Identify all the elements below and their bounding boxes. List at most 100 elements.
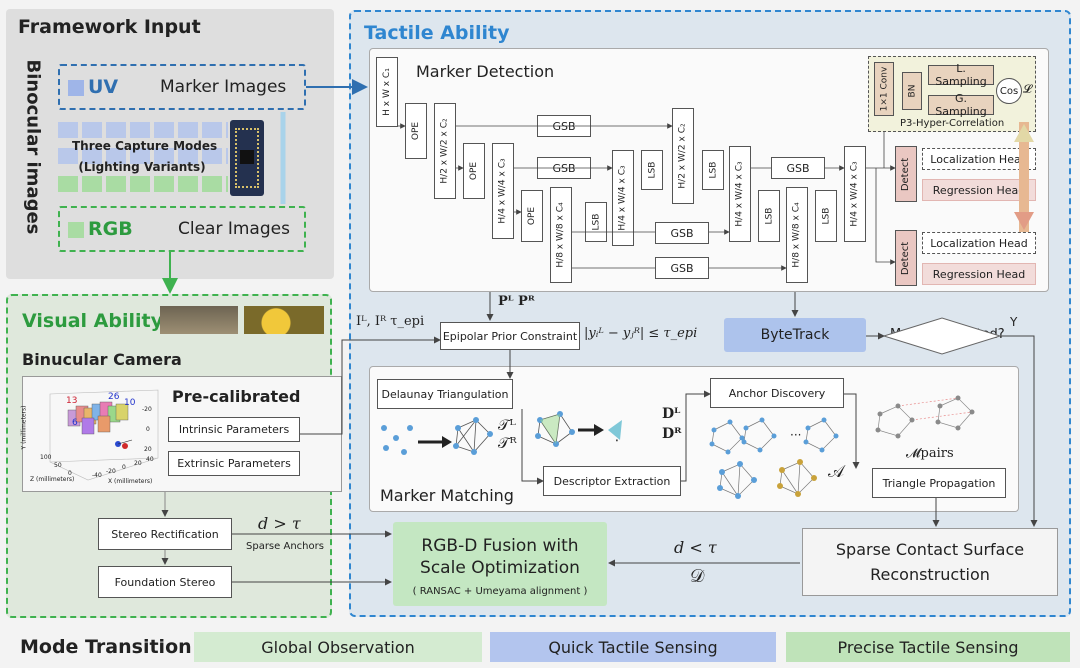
tr-label: 𝒯ᴿ xyxy=(498,434,517,452)
foundation-box: Foundation Stereo xyxy=(98,566,232,598)
framework-input-panel xyxy=(6,9,334,279)
p3-cos: Cos xyxy=(996,78,1022,104)
pose-label: 26 xyxy=(108,392,120,402)
sparse-line-2: Reconstruction xyxy=(870,565,990,584)
x-tick: 20 xyxy=(134,460,142,467)
marker-detection-title: Marker Detection xyxy=(416,62,555,81)
mode-global-observation: Global Observation xyxy=(194,632,482,662)
a-label: 𝒜 xyxy=(828,462,845,482)
y-tick: 0 xyxy=(146,426,150,433)
feature-h2-b: H/2 x W/2 x C₂ xyxy=(672,108,694,204)
lighting-label: (Lighting Variants) xyxy=(78,160,206,174)
p3-g-sampling: G. Sampling xyxy=(928,92,994,118)
p3-bn: BN xyxy=(902,72,922,110)
detect-2: Detect xyxy=(895,230,917,286)
fusion-line-1: RGB-D Fusion with xyxy=(421,536,579,556)
fusion-line-2: Scale Optimization xyxy=(420,558,580,578)
y-tick: -20 xyxy=(142,406,152,413)
p3-loss: 𝓛 xyxy=(1023,82,1032,96)
bytetrack-box: ByteTrack xyxy=(724,318,866,352)
fusion-box xyxy=(393,522,607,606)
yes-label: Y xyxy=(1010,315,1018,329)
feature-h8: H/8 x W/8 x C₄ xyxy=(550,187,572,283)
lsb-3: LSB xyxy=(702,150,724,190)
p3-conv: 1×1 Conv xyxy=(874,62,894,116)
y-tick: 20 xyxy=(144,446,152,453)
sparse-anchors-label: Sparse Anchors xyxy=(246,541,324,552)
rgb-label: RGB xyxy=(88,218,133,240)
marker-images-box xyxy=(58,64,306,110)
uv-label: UV xyxy=(88,76,119,98)
sparse-recon-box xyxy=(802,528,1058,596)
x-axis-label: X (millimeters) xyxy=(108,478,153,485)
pl-pr-label: Pᴸ Pᴿ xyxy=(498,294,535,309)
z-tick: 0 xyxy=(68,470,72,477)
stereo-rect-box: Stereo Rectification xyxy=(98,518,232,550)
delaunay-box: Delaunay Triangulation xyxy=(377,379,513,409)
feature-h8-b: H/8 x W/8 x C₄ xyxy=(786,187,808,283)
rgb-swatch xyxy=(68,222,84,238)
intrinsic-box: Intrinsic Parameters xyxy=(168,417,300,442)
gsb-4: GSB xyxy=(655,222,709,244)
visual-photo-1 xyxy=(160,306,238,334)
marker-matching-title: Marker Matching xyxy=(380,486,514,505)
feature-h4: H/4 x W/4 x C₃ xyxy=(492,143,514,239)
clear-images-box xyxy=(58,206,306,252)
marker-images-label: Marker Images xyxy=(160,77,287,97)
clear-images-label: Clear Images xyxy=(178,219,290,239)
pose-label: 10 xyxy=(124,398,136,408)
lsb-5: LSB xyxy=(815,190,837,242)
feature-h4-d: H/4 x W/4 x C₃ xyxy=(844,146,866,242)
gsb-3: GSB xyxy=(771,157,825,179)
epipolar-box: Epipolar Prior Constraint xyxy=(440,322,580,350)
framework-input-title: Framework Input xyxy=(18,16,201,38)
feature-h4-c: H/4 x W/4 x C₃ xyxy=(729,146,751,242)
ope-3: OPE xyxy=(521,190,543,242)
d-gt-tau: d > τ xyxy=(258,514,301,533)
visual-photo-2 xyxy=(244,306,324,334)
camera-label: Binucular Camera xyxy=(22,350,182,369)
fusion-sub: ( RANSAC + Umeyama alignment ) xyxy=(412,586,588,597)
uv-swatch xyxy=(68,80,84,96)
mode-quick-tactile: Quick Tactile Sensing xyxy=(490,632,776,662)
pose-label: 13 xyxy=(66,396,78,406)
z-tick: 50 xyxy=(54,462,62,469)
gsb-5: GSB xyxy=(655,257,709,279)
feature-h2: H/2 x W/2 x C₂ xyxy=(434,103,456,199)
loc-head-1: Localization Head xyxy=(922,148,1036,170)
x-tick: -40 xyxy=(92,472,102,479)
extrinsic-box: Extrinsic Parameters xyxy=(168,451,300,476)
three-modes-label: Three Capture Modes xyxy=(72,139,218,153)
triangle-prop-box: Triangle Propagation xyxy=(872,468,1006,498)
d-label: 𝒟 xyxy=(690,566,705,587)
visual-ability-title: Visual Ability xyxy=(22,310,163,332)
precal-label: Pre-calibrated xyxy=(172,387,301,406)
x-tick: 40 xyxy=(146,456,154,463)
dr-label: Dᴿ xyxy=(662,426,682,442)
il-ir-label: Iᴸ, Iᴿ τ_epi xyxy=(356,314,425,329)
epipolar-formula: |yᵢᴸ − yⱼᴿ| ≤ τ_epi xyxy=(584,326,698,341)
loc-head-2: Localization Head xyxy=(922,232,1036,254)
tl-label: 𝒯ᴸ xyxy=(498,416,516,434)
p3-l-sampling: L. Sampling xyxy=(928,62,994,88)
calibration-plot: 13 26 10 6 Y (millimeters) -20 0 20 100 … xyxy=(20,384,164,488)
mode-transition-title: Mode Transition xyxy=(20,636,192,658)
tactile-ability-title: Tactile Ability xyxy=(364,22,510,44)
sensor-board-image xyxy=(230,120,264,196)
lsb-4: LSB xyxy=(758,190,780,242)
mpairs-label: 𝓜pairs xyxy=(906,446,954,461)
ope-2: OPE xyxy=(463,143,485,199)
mode-precise-tactile: Precise Tactile Sensing xyxy=(786,632,1070,662)
x-tick: -20 xyxy=(106,468,116,475)
pose-label: 6 xyxy=(72,418,78,428)
z-axis-label: Z (millimeters) xyxy=(30,476,75,483)
sparse-line-1: Sparse Contact Surface xyxy=(835,540,1025,559)
feature-h4-b: H/4 x W/4 x C₃ xyxy=(612,150,634,246)
d-lt-tau: d < τ xyxy=(674,538,717,557)
feature-h-w: H x W x C₁ xyxy=(376,57,398,127)
p3-title: P3-Hyper-Correlation xyxy=(900,118,1005,129)
reg-head-1: Regression Head xyxy=(922,179,1036,201)
x-tick: 0 xyxy=(122,464,126,471)
dl-label: Dᴸ xyxy=(662,406,681,422)
